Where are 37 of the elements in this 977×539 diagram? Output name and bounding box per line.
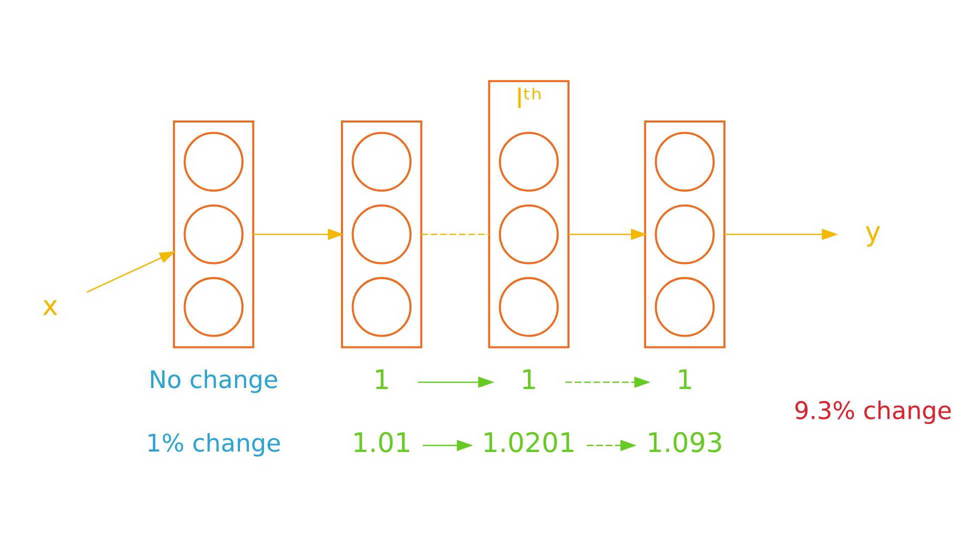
node-circle xyxy=(184,204,244,264)
node-text: 1 xyxy=(520,364,538,396)
cluster xyxy=(340,120,422,348)
node-circle xyxy=(654,276,715,336)
arrow xyxy=(253,228,344,240)
arrow xyxy=(422,439,473,451)
label: No change xyxy=(148,366,278,394)
node-circle xyxy=(498,204,559,264)
node-circle xyxy=(498,276,559,336)
node-circle xyxy=(654,131,715,192)
node-text: x xyxy=(42,290,58,322)
node-circle xyxy=(184,276,244,336)
connector xyxy=(421,233,490,235)
cluster xyxy=(172,120,254,348)
node-circle xyxy=(352,276,412,336)
arrow xyxy=(568,228,648,240)
arrow xyxy=(724,228,838,240)
node-circle xyxy=(654,204,715,264)
cluster xyxy=(488,80,570,348)
node-circle xyxy=(184,131,244,192)
node-text: 1.01 xyxy=(352,428,412,459)
node-label: lᵗʰ xyxy=(516,84,542,115)
node-text: 1 xyxy=(676,364,694,396)
node-text: y xyxy=(865,216,881,248)
node-text: 1.093 xyxy=(646,428,724,459)
arrow xyxy=(565,376,650,388)
label: 9.3% change xyxy=(794,396,952,425)
cluster xyxy=(644,120,726,348)
arrow xyxy=(86,250,176,292)
arrow xyxy=(418,376,494,388)
arrow xyxy=(586,439,637,451)
node-circle xyxy=(352,204,412,264)
node-circle xyxy=(352,131,412,192)
label: 1% change xyxy=(146,428,282,457)
node-text: 1 xyxy=(373,364,390,396)
node-circle xyxy=(498,131,559,192)
node-text: 1.0201 xyxy=(482,428,576,459)
